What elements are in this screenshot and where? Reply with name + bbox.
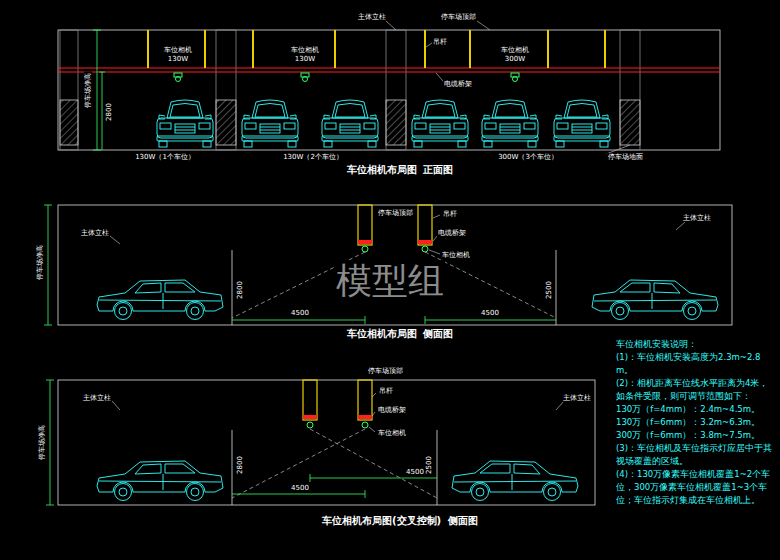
- dimension-value: 2800: [105, 102, 113, 122]
- note-line: (2)：相机距离车位线水平距离为4米，如条件受限，则可调节范围如下：: [616, 377, 776, 403]
- dimension-label: 停车场净高: [36, 244, 44, 281]
- dimension-value: 2800: [236, 280, 244, 300]
- note-line: 130万（f=6mm）：3.2m~6.3m。: [616, 416, 776, 429]
- dimension-label: 停车场净高: [38, 424, 46, 461]
- camera-label: 车位相机: [290, 46, 320, 54]
- note-line: 130万（f=4mm）：2.4m~4.5m。: [616, 403, 776, 416]
- camera-label: 车位相机: [500, 46, 530, 54]
- view-title: 车位相机布局图 侧面图: [346, 328, 455, 340]
- bay-label: 130W（1个车位）: [134, 153, 196, 161]
- callout-label: 吊杆: [442, 210, 458, 218]
- callout-label: 吊杆: [432, 38, 448, 46]
- camera-spec: 130W: [294, 55, 316, 63]
- dimension-value: 2500: [425, 455, 433, 475]
- note-line: (1)：车位相机安装高度为2.3m~2.8m。: [616, 351, 776, 377]
- dimension-value: 4500: [290, 484, 310, 492]
- dimension-value: 4500: [405, 468, 425, 476]
- callout-label: 主体立柱: [82, 394, 112, 402]
- camera-spec: 130W: [167, 55, 189, 63]
- dimension-value: 2800: [236, 455, 244, 475]
- view-title: 车位相机布局图 正面图: [346, 164, 455, 176]
- note-line: (4)：130万像素车位相机覆盖1~2个车位，300万像素车位相机覆盖1~3个车…: [616, 468, 776, 507]
- dimension-value: 4500: [290, 309, 310, 317]
- callout-label: 电缆桥架: [437, 229, 467, 237]
- callout-label: 主体立柱: [80, 229, 110, 237]
- callout-label: 停车场顶部: [367, 367, 404, 375]
- dimension-value: 4500: [480, 309, 500, 317]
- watermark: 模型组: [335, 260, 445, 301]
- note-line: (3)：车位相机及车位指示灯应居中于其视场覆盖的区域。: [616, 442, 776, 468]
- camera-label: 车位相机: [163, 46, 193, 54]
- callout-label: 主体立柱: [357, 13, 387, 21]
- callout-label: 吊杆: [378, 387, 394, 395]
- dimension-label: 停车场净高: [84, 72, 92, 109]
- callout-label: 车位相机: [441, 251, 471, 259]
- bay-label: 300W（3个车位）: [497, 153, 559, 161]
- bay-label: 130W（2个车位）: [282, 153, 344, 161]
- dimension-value: 2500: [545, 280, 553, 300]
- notes-panel: 车位相机安装说明：(1)：车位相机安装高度为2.3m~2.8m。(2)：相机距离…: [616, 338, 776, 507]
- note-line: 300万（f=6mm）：3.8m~7.5m。: [616, 429, 776, 442]
- callout-label: 电缆桥架: [443, 80, 473, 88]
- callout-label: 车位相机: [377, 429, 407, 437]
- view-title: 车位相机布局图(交叉控制) 侧面图: [321, 515, 479, 527]
- callout-label: 停车场顶部: [377, 209, 414, 217]
- callout-label: 电缆桥架: [377, 406, 407, 414]
- callout-label: 停车场顶部: [440, 13, 477, 21]
- camera-spec: 300W: [504, 55, 526, 63]
- callout-label: 主体立柱: [682, 214, 712, 222]
- callout-label: 停车场地面: [607, 153, 644, 161]
- note-line: 车位相机安装说明：: [616, 338, 776, 351]
- callout-label: 主体立柱: [562, 394, 592, 402]
